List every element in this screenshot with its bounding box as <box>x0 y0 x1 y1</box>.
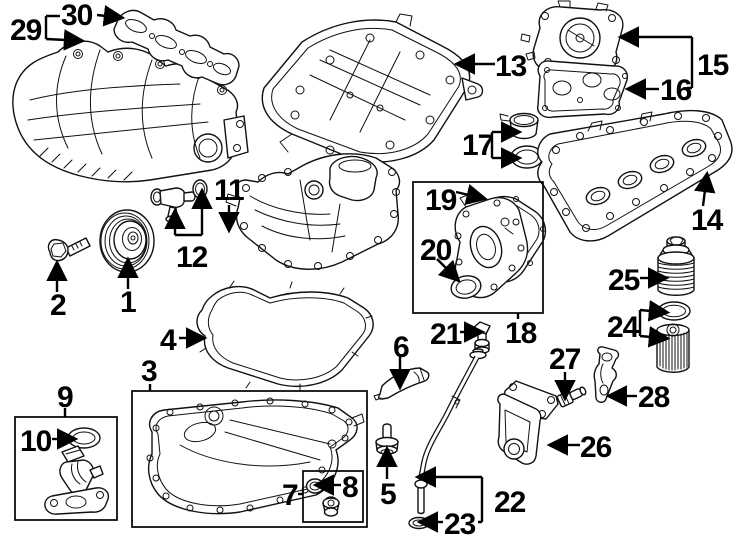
callout-18: 18 <box>505 317 537 350</box>
callout-11: 11 <box>214 174 245 207</box>
callout-30-arrow <box>96 5 126 27</box>
callout-19-arrow <box>455 183 488 206</box>
timing-cover-box <box>412 181 544 314</box>
callout-24: 24 <box>607 311 639 344</box>
callout-21: 21 <box>430 318 462 351</box>
sealing-plug-drawing <box>375 423 399 455</box>
callout-16: 16 <box>660 74 692 107</box>
drain-plug-drawing <box>322 496 340 517</box>
callout-14: 14 <box>691 204 723 237</box>
tube-o-ring-drawing <box>408 516 430 530</box>
intake-manifold-gasket-drawing <box>113 9 240 86</box>
callout-5: 5 <box>380 478 397 511</box>
oil-cooler-drawing <box>497 380 559 465</box>
callout-10: 10 <box>20 425 52 458</box>
callout-27: 27 <box>549 343 581 376</box>
separator-gasket-drawing <box>537 60 629 119</box>
callout-24-arrow-oring <box>639 300 671 322</box>
callout-6: 6 <box>393 331 410 364</box>
callout-2: 2 <box>50 289 67 322</box>
drain-plug-box <box>302 470 364 523</box>
callout-30: 30 <box>61 0 93 32</box>
lower-oil-pan-box <box>131 390 368 528</box>
baffle-plate-drawing <box>261 13 484 163</box>
oil-pan-gasket-drawing <box>196 280 374 391</box>
callout-20: 20 <box>420 234 452 267</box>
callout-25: 25 <box>608 264 640 297</box>
callout-29-arrow <box>45 29 86 51</box>
callout-22-bracket <box>478 477 484 524</box>
callout-4: 4 <box>160 324 177 357</box>
callout-20-arrow <box>436 258 461 283</box>
callout-15: 15 <box>697 49 729 82</box>
callout-1: 1 <box>120 286 137 319</box>
callout-15-bracket <box>687 37 694 90</box>
callout-19: 19 <box>425 184 457 217</box>
callout-26: 26 <box>580 431 612 464</box>
vent-valve-drawing <box>150 179 208 223</box>
sealant-tube-drawing <box>373 367 430 401</box>
callout-29-bracket <box>44 14 60 39</box>
filter-o-ring-drawing <box>657 301 691 321</box>
callout-28: 28 <box>638 381 670 414</box>
callout-17: 17 <box>462 129 494 162</box>
oil-cooler-gasket-drawing <box>593 346 620 403</box>
callout-24-arrow-filter <box>639 326 671 348</box>
valve-cover-drawing <box>537 109 733 242</box>
callout-8: 8 <box>342 471 359 504</box>
oil-filler-cap-drawing <box>499 112 544 169</box>
timing-cover-drawing <box>454 193 529 299</box>
callout-14-arrow <box>694 170 716 207</box>
oil-separator-drawing <box>520 0 624 74</box>
intake-manifold-drawing <box>12 40 249 183</box>
callout-arrows <box>44 5 716 533</box>
sensor-o-ring-drawing <box>67 427 101 449</box>
oil-pressure-sensor-drawing <box>471 321 491 354</box>
callout-7: 7 <box>282 479 299 512</box>
callout-12: 12 <box>176 241 208 274</box>
pulley-bolt-drawing <box>47 237 91 262</box>
callout-29: 29 <box>10 14 42 47</box>
oil-level-sensor-drawing <box>44 445 110 515</box>
upper-oil-pan-drawing <box>225 153 401 270</box>
callout-3: 3 <box>141 355 158 388</box>
callout-13: 13 <box>495 50 527 83</box>
callout-22: 22 <box>494 486 526 519</box>
lower-oil-pan-drawing <box>146 397 365 515</box>
seal-washer-drawing <box>305 478 325 494</box>
oil-filter-element-drawing <box>656 323 690 373</box>
crankshaft-pulley-drawing <box>99 209 155 273</box>
cooler-plug-drawing <box>556 386 587 408</box>
callout-9: 9 <box>57 381 74 414</box>
oil-filter-cap-drawing <box>657 236 695 296</box>
callout-23: 23 <box>444 508 476 540</box>
